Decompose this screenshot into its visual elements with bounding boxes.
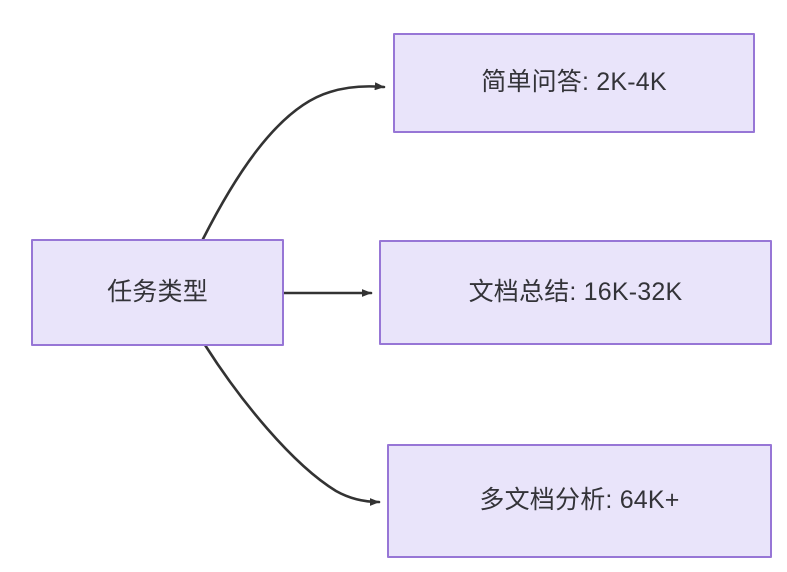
- edge-task-type-to-simple-qa: [201, 82, 386, 241]
- node-doc-summary[interactable]: 文档总结: 16K-32K: [379, 240, 772, 345]
- node-multi-doc-analysis-label: 多文档分析: 64K+: [479, 486, 680, 515]
- node-simple-qa-label: 简单问答: 2K-4K: [481, 68, 667, 97]
- node-simple-qa[interactable]: 简单问答: 2K-4K: [393, 33, 755, 133]
- node-multi-doc-analysis[interactable]: 多文档分析: 64K+: [387, 444, 772, 558]
- node-task-type[interactable]: 任务类型: [31, 239, 284, 346]
- node-doc-summary-label: 文档总结: 16K-32K: [468, 277, 683, 306]
- edge-task-type-to-multi-doc-analysis: [203, 343, 381, 506]
- node-task-type-label: 任务类型: [107, 277, 208, 306]
